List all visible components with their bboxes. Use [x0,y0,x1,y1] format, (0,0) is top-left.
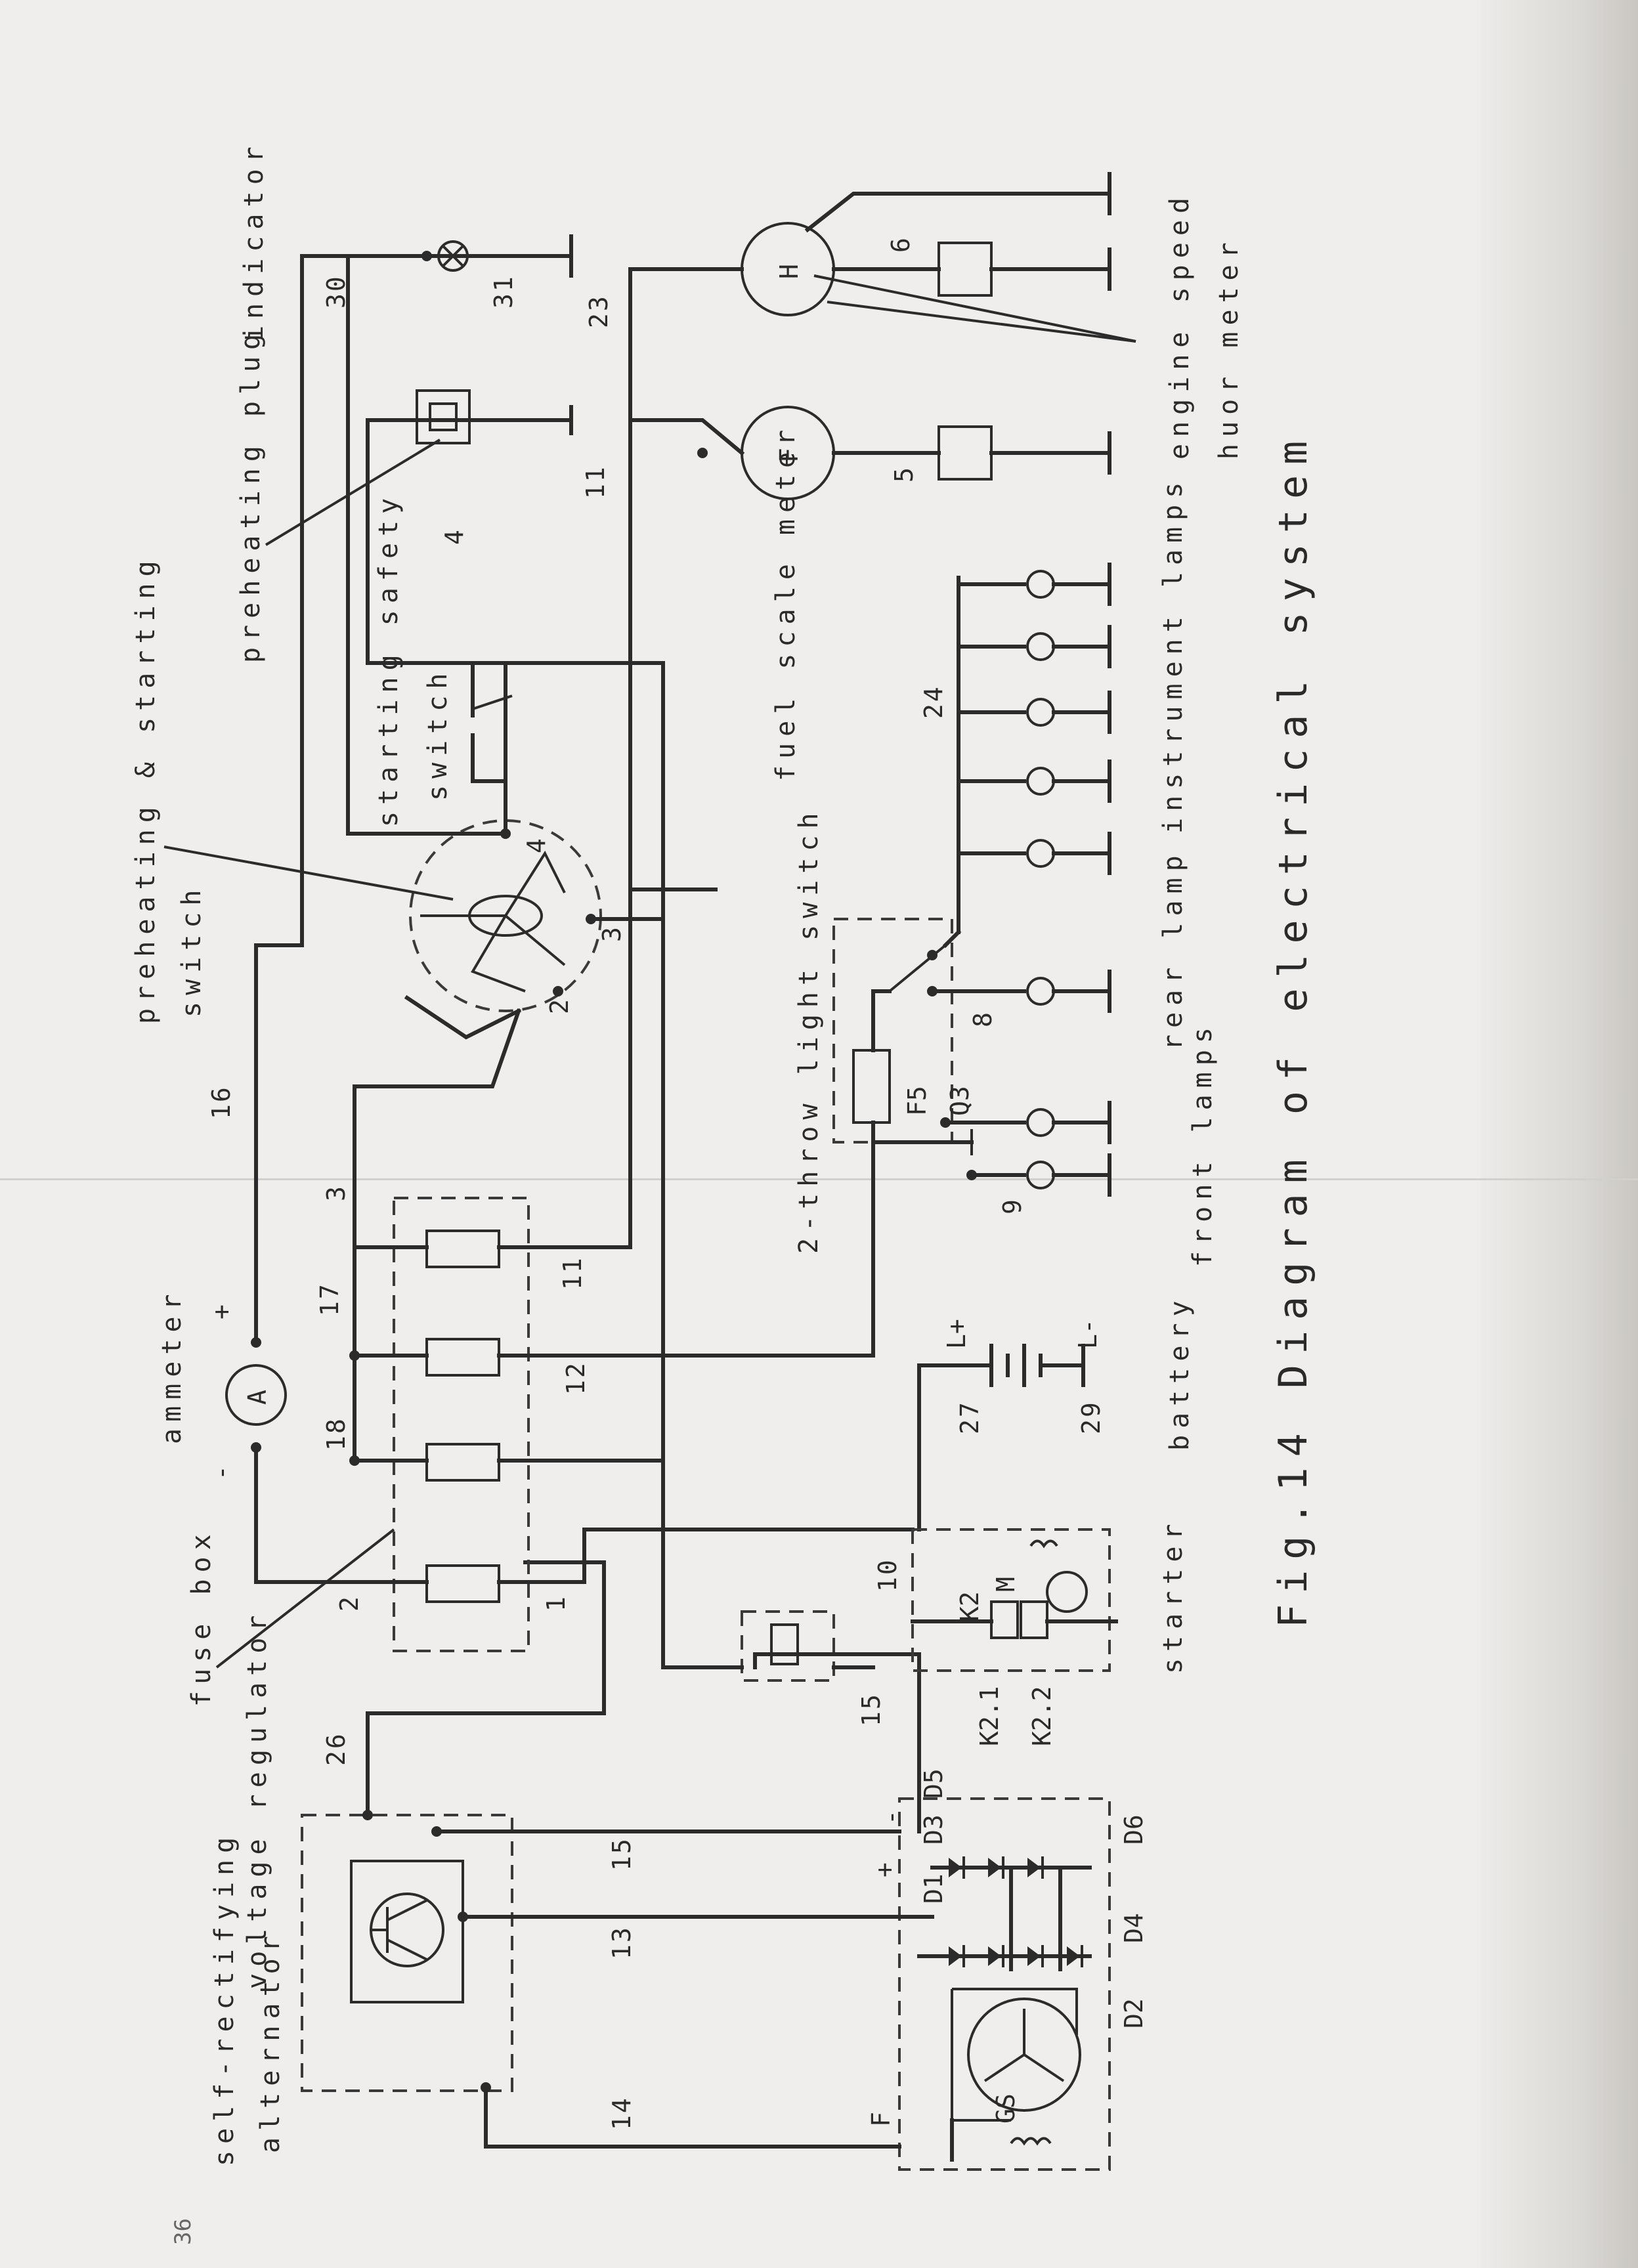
wire-12: 12 [561,1361,590,1395]
wire-15-b: 15 [857,1692,886,1726]
ammeter-label: ammeter [157,1287,187,1444]
d4-label: D4 [1119,1913,1148,1943]
instrument-lamps [957,563,1111,875]
wire-4: 4 [440,528,469,545]
wire-numbers: 1 2 3 4 5 6 8 9 10 11 11 12 13 14 15 15 … [207,236,1106,2130]
ammeter-symbol: A [243,1390,272,1405]
starter-label: starter [1158,1517,1188,1674]
page-edge-shadow [1480,0,1638,2268]
ammeter-minus: - [207,1465,236,1480]
wire-8: 8 [968,1010,997,1027]
fuses [425,1230,500,1603]
voltage-regulator [301,1814,513,2092]
wire-17: 17 [315,1282,344,1316]
switch-terminal-3: 3 [597,925,626,942]
wire-15-a: 15 [607,1837,636,1871]
alternator-label-1: self-rectifying [209,1831,240,2166]
symbols: A - + H F L+ L- K2.1 K2.2 K2 M F5 Q3 + -… [207,264,1148,2127]
wire-30: 30 [322,274,351,309]
wire-10: 10 [873,1558,902,1592]
wire-23: 23 [584,294,613,328]
battery-plus: L+ [942,1319,971,1349]
wire-9: 9 [998,1197,1027,1214]
page-number: 36 [170,2218,196,2245]
figure-caption: Fig.14 Diagram of electrical system [1270,431,1316,1628]
preheat-switch-label-2: switch [177,884,207,1018]
wire-16: 16 [207,1085,236,1119]
engine-speed-label-1: engine speed [1165,191,1195,460]
engine-speed-label-2: huor meter [1214,236,1244,460]
wire-11-a: 11 [558,1256,587,1290]
indicator-label: indicator [239,140,269,341]
preheat-switch-label-1: preheating & starting [131,554,161,1024]
alt-minus: - [876,1810,905,1825]
d1-label: D1 [919,1873,948,1904]
fuel-meter-symbol: F [775,448,804,463]
k22-label: K2.2 [1027,1686,1056,1746]
switch-terminal-2: 2 [545,997,574,1014]
wire-26: 26 [322,1732,351,1766]
d5-label: D5 [919,1768,948,1799]
diode-row-bottom [949,1945,1083,1967]
wiring [225,172,1118,2149]
q3-label: Q3 [945,1086,974,1116]
instrument-lamps-label: instrument lamps [1158,476,1188,834]
voltage-regulator-label: voltage regulator [242,1609,272,1989]
hour-meter-symbol: H [775,264,804,279]
k2-label: K2 [955,1591,984,1621]
diode-row-top [949,1856,1044,1879]
d3-label: D3 [919,1814,948,1845]
alt-plus: + [870,1862,899,1877]
wire-29: 29 [1077,1400,1106,1434]
page-fold [0,1178,1638,1180]
motor-label: M [991,1577,1020,1592]
ammeter-plus: + [207,1304,236,1319]
k21-label: K2.1 [975,1686,1004,1746]
wire-11-b: 11 [581,465,610,499]
wire-31: 31 [489,274,518,309]
alternator [898,1797,1111,2171]
rear-lamp-label: rear lamp [1158,849,1188,1050]
battery-label: battery [1165,1294,1195,1451]
d2-label: D2 [1119,1998,1148,2028]
wire-24: 24 [919,685,948,719]
f5-label: F5 [903,1086,932,1116]
switch-terminal-4: 4 [522,836,551,853]
preheat-plug-label: preheating plug [236,328,266,663]
preheat-switch-body [420,850,566,993]
fuel-meter-label: fuel scale meter [771,423,801,781]
wire-2: 2 [335,1594,364,1612]
alternator-label-2: alternator [255,1929,286,2153]
wire-3: 3 [322,1184,351,1201]
safety-switch-label-2: switch [423,667,453,802]
battery-minus: L- [1073,1319,1102,1349]
wire-27: 27 [955,1400,984,1434]
d6-label: D6 [1119,1814,1148,1845]
labels: voltage regulator fuse box ammeter prehe… [131,140,1244,2166]
safety-switch-label-1: starting safety [374,492,404,827]
wire-13: 13 [607,1925,636,1959]
wire-14: 14 [607,2096,636,2130]
fuse-box-label: fuse box [186,1528,217,1707]
wire-18: 18 [322,1417,351,1451]
wire-6: 6 [886,236,915,253]
wire-1: 1 [542,1594,571,1612]
gs-label: GS [991,2093,1020,2124]
wire-5: 5 [890,465,918,482]
front-lamps-label: front lamps [1188,1021,1218,1267]
light-switch-label: 2-throw light switch [794,806,824,1254]
field-terminal-label: F [867,2112,895,2127]
